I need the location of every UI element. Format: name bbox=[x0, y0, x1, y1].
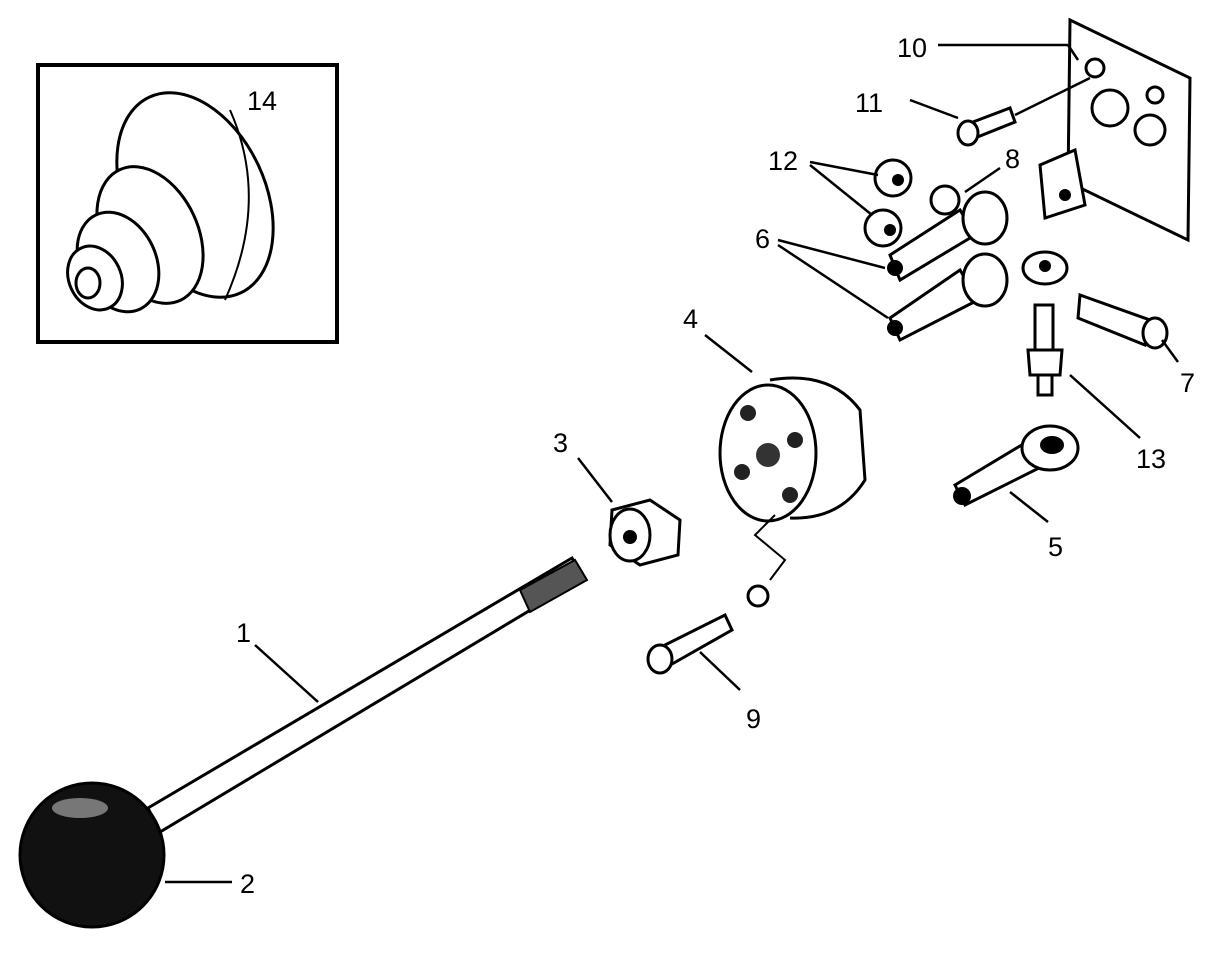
callout-3: 3 bbox=[553, 428, 568, 458]
leader-lines bbox=[165, 43, 1180, 884]
part-3-nut bbox=[608, 498, 682, 567]
part-1-rod bbox=[146, 555, 589, 835]
callout-10: 10 bbox=[897, 33, 927, 63]
part-13-stud bbox=[1026, 303, 1064, 397]
callout-11: 11 bbox=[855, 88, 883, 118]
callout-1: 1 bbox=[236, 618, 251, 648]
part-12-nuts bbox=[863, 158, 913, 248]
callout-7: 7 bbox=[1180, 368, 1195, 398]
part-4-hub bbox=[718, 376, 867, 581]
part-10-bracket bbox=[1038, 17, 1192, 243]
callout-6: 6 bbox=[755, 224, 770, 254]
part-9-screw bbox=[646, 584, 770, 675]
part-6-rod-ends bbox=[887, 184, 1009, 343]
callout-2: 2 bbox=[240, 869, 255, 899]
part-7-bolt bbox=[1021, 250, 1169, 350]
callout-13: 13 bbox=[1136, 444, 1166, 474]
inset-knob-detail bbox=[36, 63, 339, 344]
callout-12: 12 bbox=[768, 146, 798, 176]
callout-9: 9 bbox=[746, 704, 761, 734]
callout-4: 4 bbox=[683, 304, 698, 334]
part-11-bolt bbox=[956, 106, 1017, 147]
part-5-rod-end bbox=[953, 424, 1080, 508]
callout-14: 14 bbox=[247, 86, 277, 116]
callout-5: 5 bbox=[1048, 532, 1063, 562]
callout-8: 8 bbox=[1005, 144, 1020, 174]
part-2-ball-knob bbox=[18, 781, 166, 929]
